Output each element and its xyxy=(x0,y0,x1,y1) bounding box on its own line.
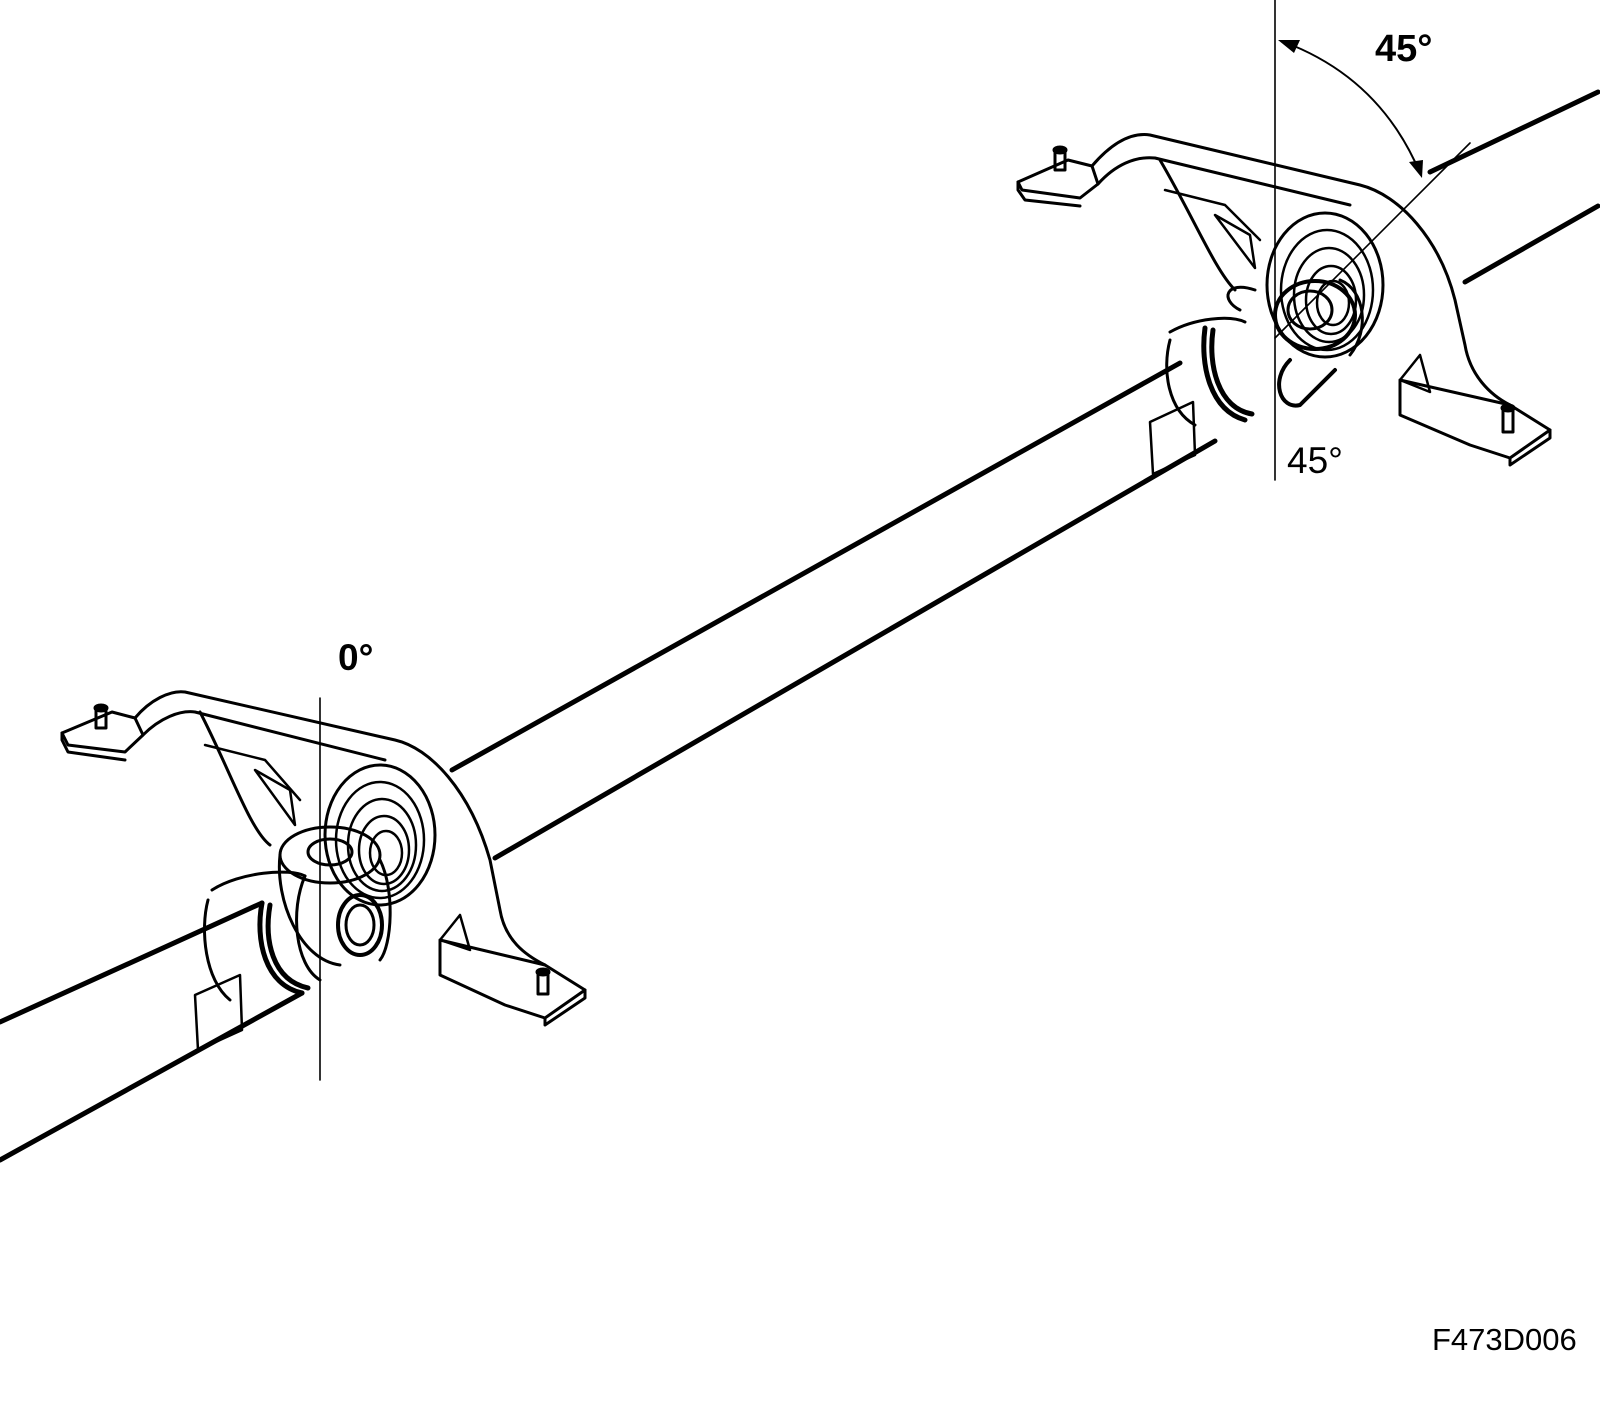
right-sleeve xyxy=(1148,316,1255,476)
right-angled-reference-line xyxy=(1274,142,1471,339)
angle-label-45-bold: 45° xyxy=(1375,28,1433,70)
right-bearing-bracket xyxy=(1016,133,1552,467)
left-sleeve xyxy=(193,870,322,1052)
arc-arrowhead-bottom xyxy=(1409,160,1423,178)
reference-lines xyxy=(319,0,1471,1081)
driveshaft-tube xyxy=(0,89,1600,1163)
arc-arrowhead-top xyxy=(1278,40,1300,53)
figure-code: F473D006 xyxy=(1432,1322,1577,1357)
angle-label-0: 0° xyxy=(338,637,374,678)
angle-arc xyxy=(1278,40,1423,178)
angle-label-45: 45° xyxy=(1287,440,1343,481)
left-bearing-bracket xyxy=(60,690,587,1027)
